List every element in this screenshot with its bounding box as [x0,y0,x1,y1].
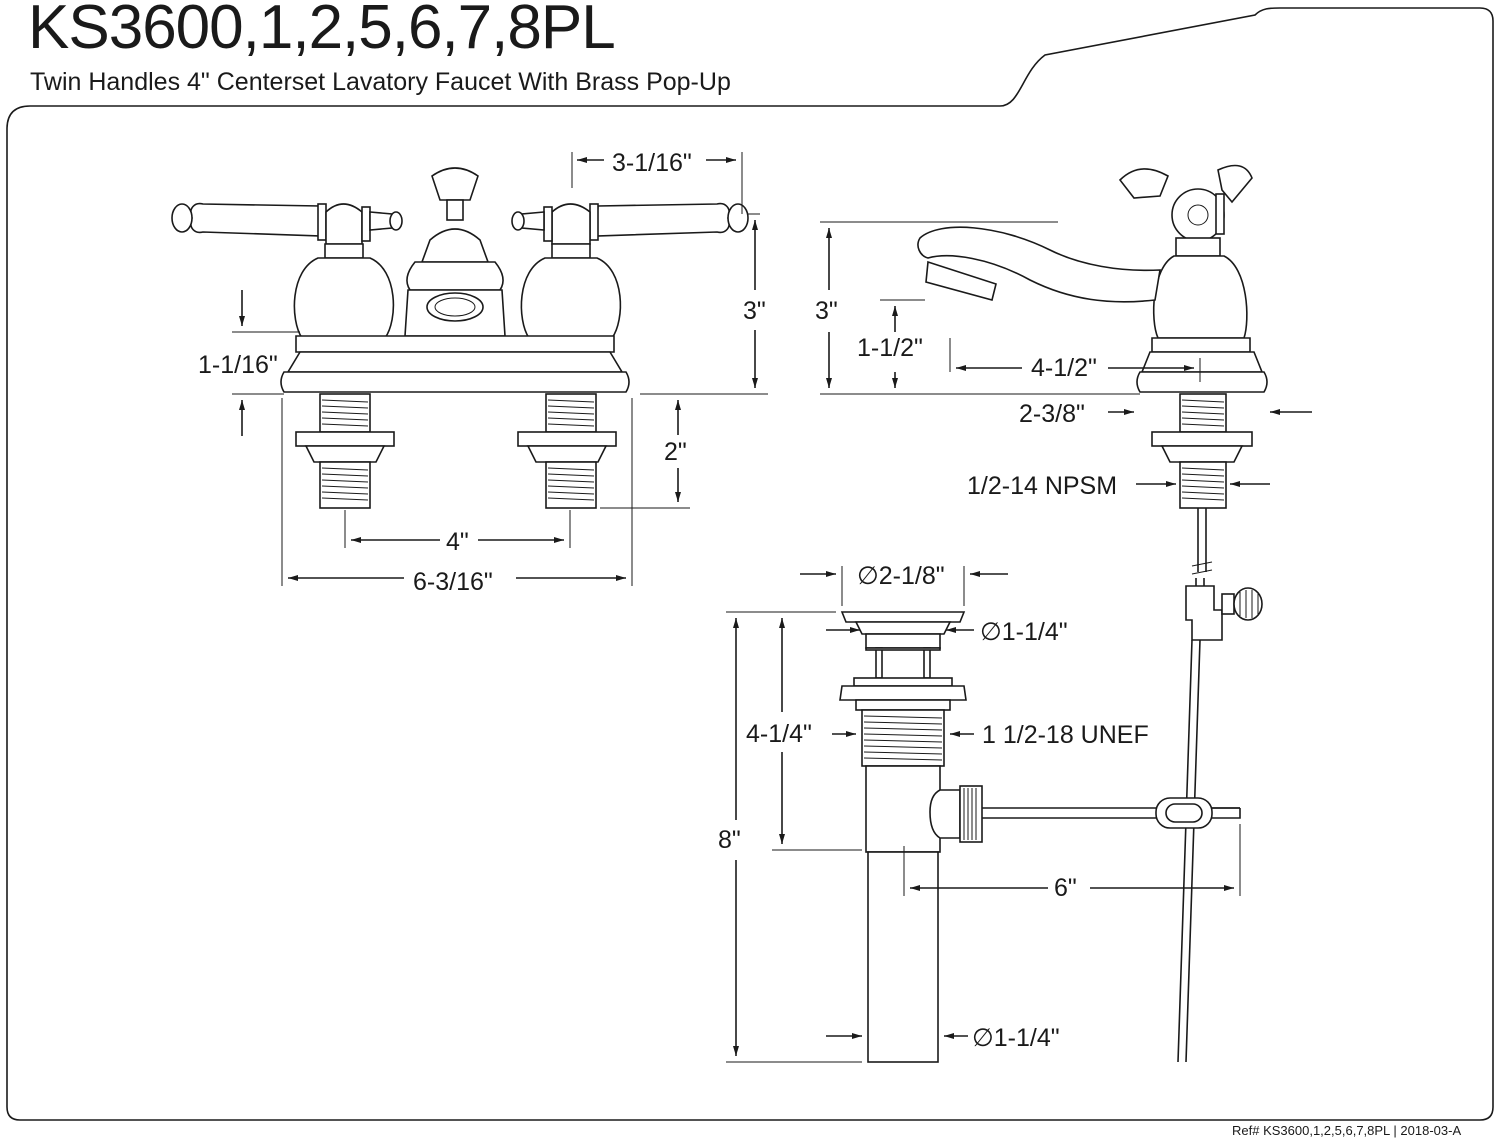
dim-reach: 4-1/2" [1031,354,1097,382]
dim-rod-length: 6" [1054,874,1077,902]
product-description: Twin Handles 4" Centerset Lavatory Fauce… [30,68,731,96]
dim-front-height: 3" [743,297,766,325]
frame-border [6,7,1494,1121]
side-view-faucet [917,164,1268,1063]
dim-shank-length: 2" [664,438,687,466]
dim-base-depth: 2-3/8" [1019,400,1085,428]
dim-spout-offset: 3-1/16" [612,149,692,177]
dim-flange-diameter: ∅2-1/8" [857,562,945,590]
model-title: KS3600,1,2,5,6,7,8PL [28,0,616,62]
reference-footer: Ref# KS3600,1,2,5,6,7,8PL | 2018-03-A [1232,1123,1462,1138]
dim-tailpiece-diameter: ∅1-1/4" [972,1024,1060,1052]
dim-stopper-diameter: ∅1-1/4" [980,618,1068,646]
dim-center-spacing: 4" [446,528,469,556]
dim-thread: 1/2-14 NPSM [967,472,1117,500]
dim-body-thread: 1 1/2-18 UNEF [982,721,1149,749]
dim-overall-length: 8" [718,826,741,854]
dim-spout-clearance: 1-1/2" [857,334,923,362]
drain-dimensions [726,566,1241,1063]
dim-overall-width: 6-3/16" [413,568,493,596]
front-view-dimensions [232,152,768,586]
dim-side-height: 3" [815,297,838,325]
side-view-dimensions [820,221,1312,487]
drain-assembly [839,611,1241,1063]
front-view-faucet [171,167,749,509]
dim-body-length: 4-1/4" [746,720,812,748]
dim-deck-thickness: 1-1/16" [198,351,278,379]
